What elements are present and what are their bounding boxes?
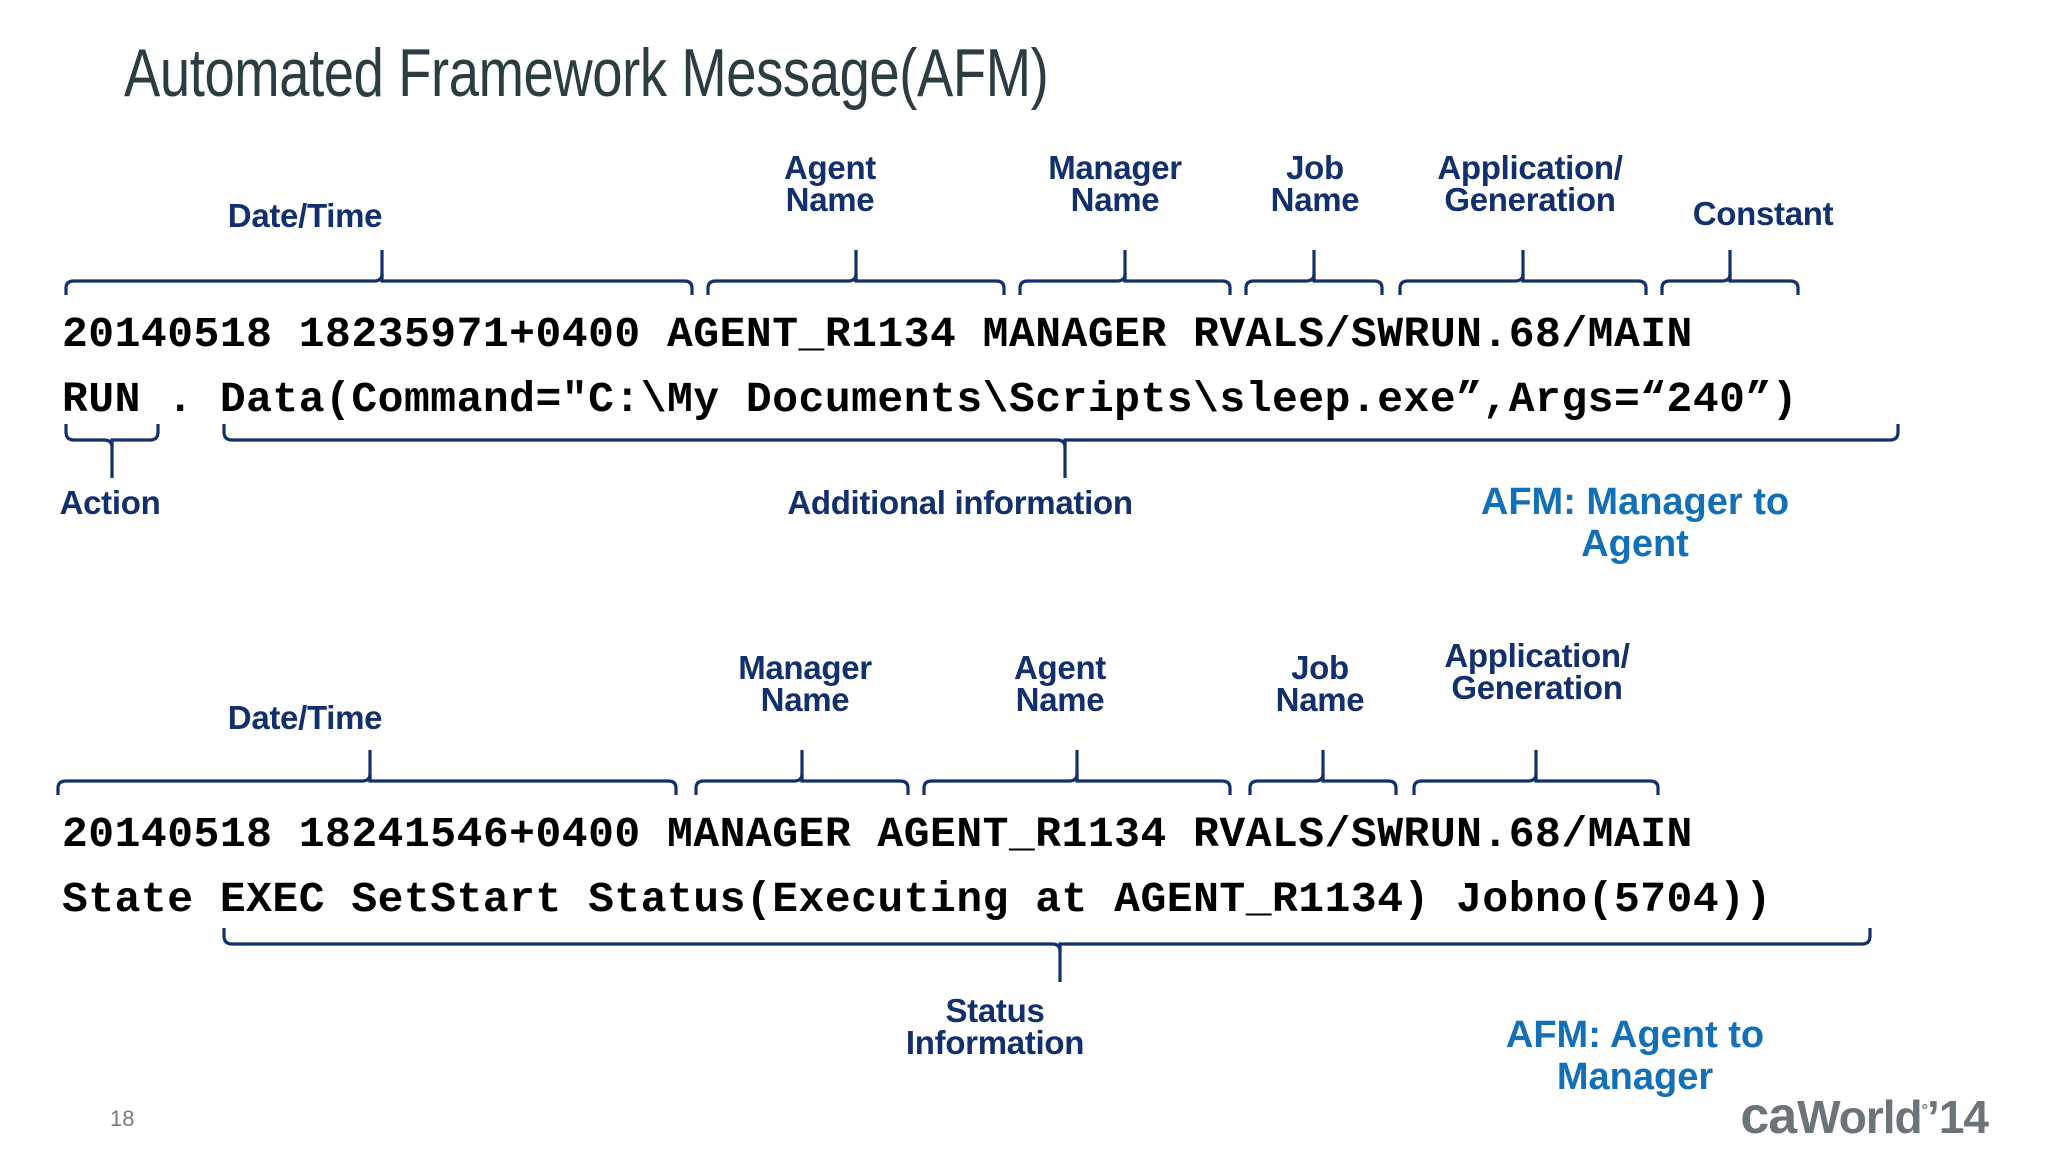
brace-constant-1 xyxy=(1660,273,1800,295)
world-logo-text: World xyxy=(1797,1091,1922,1143)
message-line-2-a: 20140518 18241546+0400 MANAGER AGENT_R11… xyxy=(62,810,1693,859)
annotation-manager-to-agent: AFM: Manager to Agent xyxy=(1480,481,1790,565)
brace-manager-name-1 xyxy=(1018,273,1232,295)
label-application-generation-2: Application/ Generation xyxy=(1444,637,1630,707)
label-date-time-1: Date/Time xyxy=(227,197,383,234)
brace-agent-name-2 xyxy=(922,773,1232,795)
label-date-time-2: Date/Time xyxy=(227,699,383,736)
brace-application-generation-2 xyxy=(1412,773,1660,795)
label-additional-information-1: Additional information xyxy=(787,484,1133,521)
brace-manager-name-2 xyxy=(694,773,910,795)
message-line-1-b: RUN . Data(Command="C:\My Documents\Scri… xyxy=(62,375,1799,424)
logo-year-text: ’14 xyxy=(1927,1091,1989,1143)
label-status-information-2: Status Information xyxy=(905,992,1085,1062)
label-action-1: Action xyxy=(59,484,161,521)
label-application-generation-1: Application/ Generation xyxy=(1437,149,1623,219)
brace-job-name-1 xyxy=(1244,273,1384,295)
ca-world-logo: ca World ° ’14 xyxy=(1740,1087,1989,1145)
brace-application-generation-1 xyxy=(1398,273,1648,295)
brace-agent-name-1 xyxy=(706,273,1006,295)
ca-logo-text: ca xyxy=(1740,1087,1797,1145)
label-manager-name-2: Manager Name xyxy=(738,649,872,719)
brace-date-time-2 xyxy=(56,773,678,795)
brace-status-information-2 xyxy=(222,928,1872,952)
page-number: 18 xyxy=(110,1106,135,1131)
label-manager-name-1: Manager Name xyxy=(1048,149,1182,219)
label-agent-name-1: Agent Name xyxy=(784,149,876,219)
brace-job-name-2 xyxy=(1248,773,1398,795)
label-constant-1: Constant xyxy=(1692,195,1834,232)
label-job-name-2: Job Name xyxy=(1275,649,1365,719)
degree-icon: ° xyxy=(1921,1102,1928,1119)
page-title: Automated Framework Message(AFM) xyxy=(124,35,1049,111)
message-line-1-a: 20140518 18235971+0400 AGENT_R1134 MANAG… xyxy=(62,310,1693,359)
label-job-name-1: Job Name xyxy=(1270,149,1360,219)
brace-date-time-1 xyxy=(64,273,694,295)
message-line-2-b: State EXEC SetStart Status(Executing at … xyxy=(62,875,1772,924)
label-agent-name-2: Agent Name xyxy=(1014,649,1106,719)
brace-action-1 xyxy=(64,424,160,448)
annotation-agent-to-manager: AFM: Agent to Manager xyxy=(1505,1014,1765,1098)
brace-additional-information-1 xyxy=(222,424,1900,448)
